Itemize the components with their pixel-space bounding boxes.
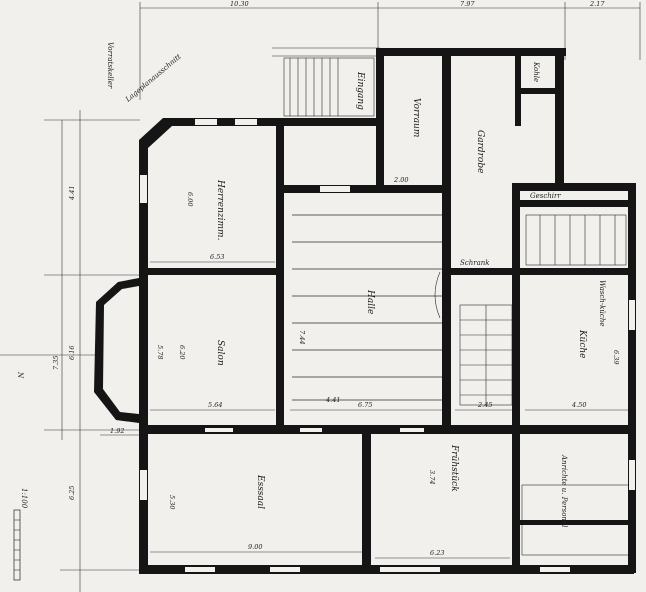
room-fruehstueck: Frühstück [449, 444, 459, 492]
dim-top-1: 10.30 [230, 0, 249, 8]
dim-639: 6.39 [612, 350, 620, 364]
dim-top-3: 2.17 [589, 0, 605, 8]
legend-note: Lageplanausschnitt [123, 53, 182, 105]
room-garderobe: Gardrobe [475, 130, 485, 173]
room-vorraum: Vorraum [411, 98, 421, 137]
dim-653: 6.53 [210, 253, 224, 261]
halle-grid [292, 214, 442, 401]
dim-374: 3.74 [428, 470, 436, 484]
dim-675: 6.75 [358, 401, 372, 409]
dim-744: 7.44 [298, 330, 306, 344]
dim-245: 2.45 [477, 401, 492, 409]
room-salon: Salon [215, 340, 225, 366]
north-mark: N [16, 371, 24, 379]
scale-label: 1:100 [20, 488, 28, 509]
dim-564: 5.64 [208, 401, 222, 409]
dim-441: 4.41 [325, 396, 340, 404]
room-geschirr: Geschirr [530, 192, 561, 200]
room-anrichte: Anrichte u. Personal [560, 454, 568, 527]
room-labels: Herrenzimm. Salon Halle Küche Esssaal Fr… [106, 42, 606, 527]
dim-left-3: 7.35 [52, 356, 60, 370]
dim-200: 2.00 [393, 176, 408, 184]
dim-900: 9.00 [248, 543, 262, 551]
dim-left-4: 6.25 [68, 486, 76, 500]
dim-left-2: 6.16 [68, 346, 76, 360]
dim-620: 6.20 [178, 345, 186, 359]
dim-578: 5.78 [156, 345, 164, 359]
room-waschkueche: Wasch-küche [598, 280, 606, 326]
dim-450: 4.50 [571, 401, 586, 409]
room-halle: Halle [365, 289, 375, 314]
dim-left-1: 4.41 [68, 186, 76, 201]
dim-623: 6.23 [430, 549, 444, 557]
room-kueche: Küche [577, 329, 587, 359]
room-eingang: Eingang [355, 71, 365, 110]
room-speisesaal: Esssaal [255, 474, 265, 509]
room-schrank: Schrank [460, 259, 490, 267]
scale-bar [13, 509, 21, 581]
room-kohle: Kohle [532, 61, 540, 82]
dim-192: 1.92 [110, 427, 124, 435]
room-vorratskeller: Vorratskeller [106, 42, 114, 89]
dim-530: 5.30 [168, 495, 176, 509]
dim-top-2: 7.97 [460, 0, 475, 8]
walls [94, 48, 636, 574]
room-herrenzimmer: Herrenzimm. [215, 179, 225, 241]
dim-600: 6.00 [186, 192, 194, 206]
dimension-labels: 10.30 7.97 2.17 4.41 6.16 7.35 6.25 6.00… [52, 0, 620, 557]
